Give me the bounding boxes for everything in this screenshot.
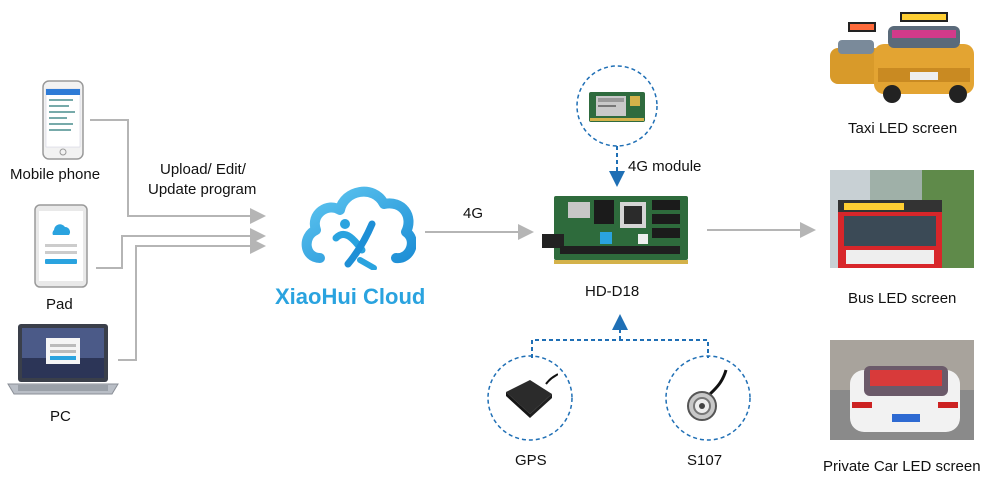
bus-led-screen-photo bbox=[830, 170, 974, 268]
mobile-phone-label: Mobile phone bbox=[10, 166, 101, 183]
gps-antenna-image bbox=[502, 372, 559, 422]
cloud-icon bbox=[301, 186, 417, 271]
xiaohui-cloud-logo bbox=[300, 180, 417, 271]
upload-label-line1: Upload/ Edit/ bbox=[160, 161, 246, 178]
mobile-phone-image bbox=[42, 80, 84, 160]
link-4g-label: 4G bbox=[463, 205, 484, 222]
pad-label: Pad bbox=[46, 296, 73, 313]
bus-led-screen-label: Bus LED screen bbox=[848, 290, 957, 307]
gps-circle bbox=[487, 355, 573, 441]
sensor-circle bbox=[665, 355, 751, 441]
4g-module-label: 4G module bbox=[628, 158, 702, 175]
taxi-led-screen-label: Taxi LED screen bbox=[848, 120, 958, 137]
module-circle bbox=[576, 65, 658, 147]
s107-label: S107 bbox=[687, 452, 723, 469]
s107-sensor-image bbox=[682, 366, 736, 426]
4g-module-image bbox=[588, 88, 646, 126]
pad-image bbox=[34, 204, 88, 288]
upload-label-line2: Update program bbox=[148, 181, 257, 198]
cloud-brand-label: XiaoHui Cloud bbox=[275, 284, 426, 309]
pc-image bbox=[6, 322, 120, 398]
private-car-led-screen-photo bbox=[830, 340, 974, 440]
pc-connector bbox=[118, 238, 266, 361]
pc-label: PC bbox=[50, 408, 71, 425]
hd-d18-board-image bbox=[540, 192, 692, 270]
accessory-dashed-bracket bbox=[531, 339, 709, 358]
phone-connector bbox=[90, 119, 266, 224]
private-car-led-screen-label: Private Car LED screen bbox=[823, 458, 981, 475]
hd-d18-label: HD-D18 bbox=[585, 283, 640, 300]
gps-label: GPS bbox=[515, 452, 547, 469]
taxi-led-screen-photo bbox=[830, 12, 974, 108]
pad-connector bbox=[96, 228, 266, 269]
